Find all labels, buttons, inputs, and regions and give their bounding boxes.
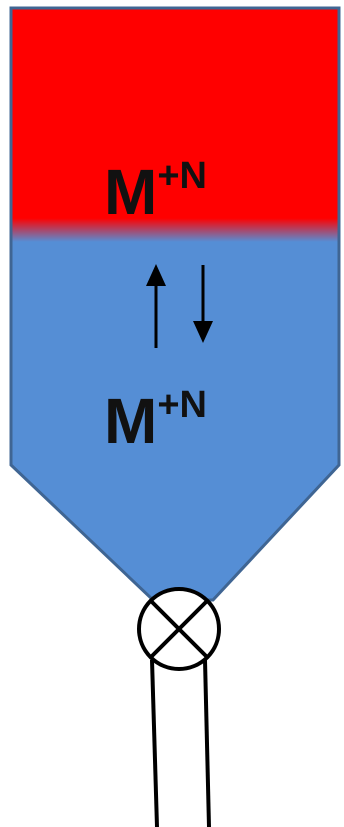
upper-phase-label: M+N xyxy=(104,155,207,228)
down-arrow-icon xyxy=(193,265,213,343)
up-arrow-icon xyxy=(146,264,166,348)
valve-x-icon xyxy=(137,587,221,671)
outlet-tube-right xyxy=(203,659,211,827)
lower-phase-label: M+N xyxy=(104,384,207,457)
outlet-tube-left xyxy=(150,659,159,827)
vessel-body xyxy=(9,6,341,602)
